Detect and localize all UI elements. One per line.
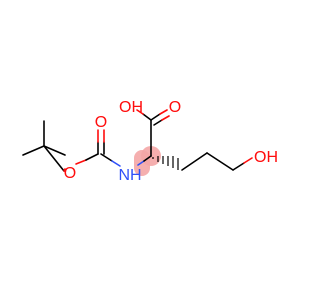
bond-carboxyl-oh-b — [136, 109, 144, 115]
bond-carboxyl-o-a — [150, 113, 161, 121]
bond-side-chain-oh-b — [243, 157, 253, 164]
carboxyl-oh-label: OH — [119, 99, 143, 116]
terminal-hydroxyl-label: OH — [254, 149, 278, 166]
bond-quaternary-c-o — [43, 145, 65, 172]
amine-nh-label: NH — [118, 167, 141, 184]
bond-carboxyl-oh-a — [142, 113, 152, 121]
bond-carboxyl-o-b — [159, 109, 168, 115]
bond-n-alpha-b — [143, 155, 152, 162]
bond-carboxyl-o2-b — [161, 115, 170, 121]
bond-methyl-1 — [22, 145, 45, 156]
bond-methyl-3 — [43, 145, 66, 156]
bond-carbamate-n-a — [100, 153, 113, 162]
carbonyl-oxygen-label: O — [95, 114, 107, 131]
bond-side-chain-oh-a — [232, 162, 245, 171]
molecule-structure: O O NH OH O OH — [22, 99, 278, 184]
bond-ester-o-left — [63, 168, 66, 172]
carboxyl-oxygen-label: O — [169, 99, 181, 116]
bond-ester-o-carbamate — [85, 153, 99, 161]
bond-carboxyl-o2-a — [153, 119, 163, 126]
molecule-canvas: O O NH OH O OH — [22, 99, 278, 184]
bond-n-alpha-a — [137, 160, 145, 166]
bond-side-chain-2 — [206, 152, 234, 171]
stereo-hash-bond — [152, 156, 179, 170]
bond-side-chain-1 — [181, 152, 208, 171]
bond-carbamate-n-b — [111, 160, 121, 167]
ester-oxygen-label: O — [64, 165, 76, 182]
bond-ester-o-right — [75, 159, 87, 165]
